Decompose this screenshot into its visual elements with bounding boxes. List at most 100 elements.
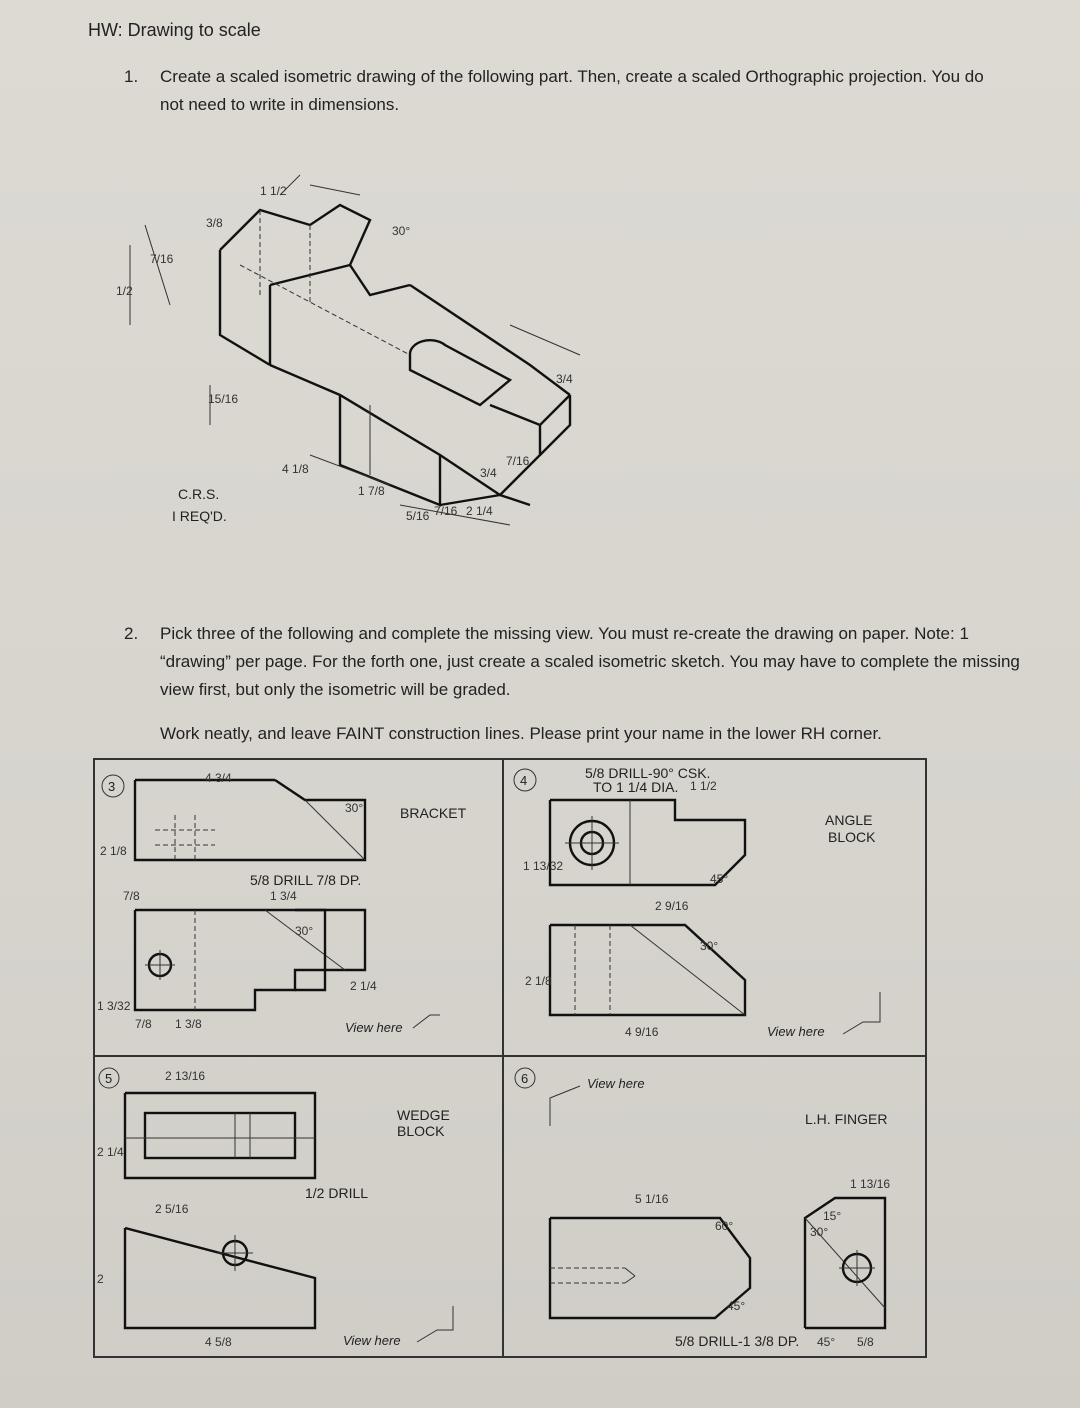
p5-dim-top: 2 13/16 bbox=[165, 1069, 205, 1083]
page-title: HW: Drawing to scale bbox=[88, 20, 261, 40]
p4-dim-height: 2 1/8 bbox=[525, 974, 552, 988]
p6-dim-angle-15: 15° bbox=[823, 1209, 841, 1223]
p3-drill-callout: 5/8 DRILL 7/8 DP. bbox=[250, 872, 361, 888]
p4-dim-depth: 1 13/32 bbox=[523, 859, 563, 873]
dim-3-4-b: 3/4 bbox=[556, 372, 573, 386]
p5-view-here: View here bbox=[343, 1333, 401, 1348]
p5-title-line2: BLOCK bbox=[397, 1123, 445, 1139]
dim-30-deg: 30° bbox=[392, 224, 410, 238]
p6-view-here: View here bbox=[587, 1076, 645, 1091]
p4-callout-line2: TO 1 1/4 DIA. bbox=[593, 779, 678, 795]
isometric-part-figure: 3/8 1 1/2 30° 7/16 1/2 4 1/8 1 7/8 15/16… bbox=[116, 174, 581, 526]
dim-2-1-4: 2 1/4 bbox=[466, 504, 493, 518]
angle-block-top-view bbox=[548, 798, 747, 887]
p3-dim-bottom: 1 3/8 bbox=[175, 1017, 202, 1031]
problem-6-circle bbox=[514, 1067, 536, 1089]
bracket-top-view bbox=[133, 778, 367, 862]
bracket-side-view bbox=[295, 908, 327, 992]
dim-1-2: 1/2 bbox=[116, 284, 133, 298]
quantity-note: I REQ'D. bbox=[172, 508, 227, 524]
p3-dim-overall-width: 4 3/4 bbox=[205, 771, 232, 785]
question-1: 1. Create a scaled isometric drawing of … bbox=[124, 63, 1000, 119]
p6-dim-5-8: 5/8 bbox=[857, 1335, 874, 1349]
dim-7-16-a: 7/16 bbox=[150, 252, 174, 266]
problem-6-number: 6 bbox=[521, 1071, 528, 1086]
problem-3-circle bbox=[101, 774, 125, 798]
p6-drill-callout: 5/8 DRILL-1 3/8 DP. bbox=[675, 1333, 799, 1349]
p4-callout-line1: 5/8 DRILL-90° CSK. bbox=[585, 765, 710, 781]
p6-dim-angle-30: 30° bbox=[810, 1225, 828, 1239]
problem-4-number: 4 bbox=[520, 773, 527, 788]
problem-5-number: 5 bbox=[105, 1071, 112, 1086]
p5-dim-left: 2 1/4 bbox=[97, 1145, 124, 1159]
grid-horizontal-divider bbox=[93, 1055, 927, 1057]
finger-front-view bbox=[548, 1216, 752, 1320]
p3-dim-height: 2 1/8 bbox=[100, 844, 127, 858]
p5-dim-mid: 2 5/16 bbox=[155, 1202, 189, 1216]
p4-title-line2: BLOCK bbox=[828, 829, 876, 845]
p4-view-here: View here bbox=[767, 1024, 825, 1039]
problem-4-circle bbox=[513, 768, 537, 792]
p5-dim-height: 2 bbox=[97, 1272, 104, 1286]
p6-dim-angle-45-side: 45° bbox=[817, 1335, 835, 1349]
bracket-front-view bbox=[133, 908, 367, 1012]
p6-dim-side-top: 1 13/16 bbox=[850, 1177, 890, 1191]
dim-3-4-a: 3/4 bbox=[480, 466, 497, 480]
p5-drill-callout: 1/2 DRILL bbox=[305, 1185, 368, 1201]
dim-4-1-8: 4 1/8 bbox=[282, 462, 309, 476]
p3-title: BRACKET bbox=[400, 805, 467, 821]
p3-dim-right-height: 2 1/4 bbox=[350, 979, 377, 993]
dim-1-7-8: 1 7/8 bbox=[358, 484, 385, 498]
question-2-note: Work neatly, and leave FAINT constructio… bbox=[160, 724, 882, 743]
p3-dim-hole-spacing: 1 3/4 bbox=[270, 889, 297, 903]
wedge-block-top-view bbox=[123, 1091, 317, 1180]
dim-7-16-c: 7/16 bbox=[506, 454, 530, 468]
problem-5-wedge-block: 5 2 13/16 2 1/4 2 5/16 1/2 DRILL 4 5/8 2… bbox=[97, 1067, 454, 1349]
p4-title-line1: ANGLE bbox=[825, 812, 872, 828]
dim-15-16: 15/16 bbox=[208, 392, 238, 406]
question-1-text: Create a scaled isometric drawing of the… bbox=[160, 67, 984, 114]
problem-3-bracket: 3 4 3/4 30° 2 1/8 7/8 5/8 DRILL 7/8 DP. … bbox=[97, 771, 467, 1035]
question-2-number: 2. bbox=[124, 624, 139, 643]
dim-3-8: 3/8 bbox=[206, 216, 223, 230]
finger-side-view bbox=[803, 1196, 887, 1330]
isometric-part-drawing bbox=[129, 174, 581, 526]
grid-vertical-divider bbox=[502, 758, 504, 1358]
material-note: C.R.S. bbox=[178, 486, 219, 502]
p4-dim-mid: 2 9/16 bbox=[655, 899, 689, 913]
p3-dim-angle-2: 30° bbox=[295, 924, 313, 938]
p3-view-here: View here bbox=[345, 1020, 403, 1035]
p4-dim-angle-2: 30° bbox=[700, 939, 718, 953]
question-2-text: Pick three of the following and complete… bbox=[160, 624, 1020, 699]
dim-5-16: 5/16 bbox=[406, 509, 430, 523]
question-1-number: 1. bbox=[124, 67, 139, 86]
p5-dim-length: 4 5/8 bbox=[205, 1335, 232, 1349]
p5-view-arrow bbox=[416, 1306, 454, 1343]
p3-view-arrow bbox=[412, 1014, 440, 1029]
p4-view-arrow bbox=[842, 992, 881, 1035]
p3-dim-angle: 30° bbox=[345, 801, 363, 815]
wedge-block-front-view bbox=[123, 1226, 317, 1330]
angle-block-front-view bbox=[548, 923, 747, 1017]
p3-dim-bottom-left: 7/8 bbox=[135, 1017, 152, 1031]
problem-5-circle bbox=[98, 1067, 120, 1089]
problems-grid bbox=[93, 758, 927, 1358]
p3-dim-offset: 7/8 bbox=[123, 889, 140, 903]
problem-4-angle-block: 4 5/8 DRILL-90° CSK. TO 1 1/4 DIA. 1 1/2… bbox=[513, 765, 881, 1039]
p4-dim-length: 4 9/16 bbox=[625, 1025, 659, 1039]
p4-dim-angle: 45° bbox=[710, 872, 728, 886]
p5-title-line1: WEDGE bbox=[397, 1107, 450, 1123]
problem-6-lh-finger: 6 View here 5 1/16 60° 45° 1 13/16 15° 3… bbox=[514, 1067, 890, 1349]
p6-dim-angle-45: 45° bbox=[727, 1299, 745, 1313]
p6-view-arrow bbox=[549, 1085, 581, 1126]
dim-7-16-b: 7/16 bbox=[434, 504, 458, 518]
p4-dim-top: 1 1/2 bbox=[690, 779, 717, 793]
p6-dim-angle-60: 60° bbox=[715, 1219, 733, 1233]
p6-title: L.H. FINGER bbox=[805, 1111, 887, 1127]
p6-dim-length: 5 1/16 bbox=[635, 1192, 669, 1206]
p3-dim-left-height: 1 3/32 bbox=[97, 999, 131, 1013]
dim-1-1-2: 1 1/2 bbox=[260, 184, 287, 198]
question-2: 2. Pick three of the following and compl… bbox=[124, 620, 1020, 748]
problem-3-number: 3 bbox=[108, 779, 115, 794]
